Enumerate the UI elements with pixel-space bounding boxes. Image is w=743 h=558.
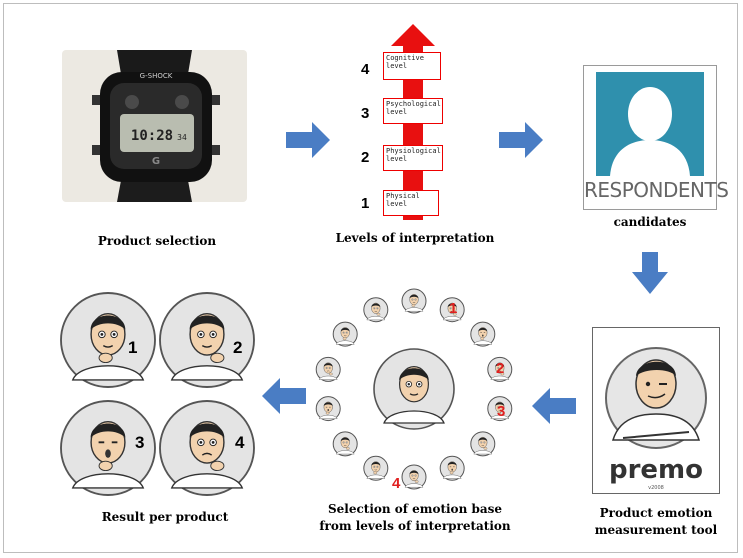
watch-time: 10:28 [131, 128, 173, 144]
result-face-2 [159, 292, 255, 388]
emotion-marker-2: 2 [496, 360, 505, 377]
caption-levels: Levels of interpretation [335, 231, 495, 245]
caption-result-per-product: Result per product [101, 510, 229, 524]
result-face-4 [159, 400, 255, 496]
caption-tool-line2: measurement tool [594, 523, 718, 537]
premo-version: v2008 [648, 485, 664, 491]
watch-brand: G-SHOCK [140, 72, 173, 80]
result-number-4: 4 [235, 433, 245, 452]
level-number-1: 1 [361, 195, 370, 212]
caption-selection-line1: Selection of emotion base [327, 502, 503, 516]
caption-candidates: candidates [613, 215, 687, 229]
level-number-2: 2 [361, 149, 370, 166]
frame-border [3, 3, 738, 553]
right-arrow-icon [499, 122, 543, 158]
left-arrow-icon [532, 388, 576, 424]
result-number-2: 2 [233, 338, 243, 357]
result-face-3 [60, 400, 156, 496]
result-number-1: 1 [128, 338, 138, 357]
watch-seconds: 34 [177, 133, 187, 142]
emotion-base-circle [307, 282, 521, 496]
left-arrow-icon [262, 378, 306, 414]
caption-selection-line2: from levels of interpretation [319, 519, 511, 533]
caption-product-selection: Product selection [97, 234, 217, 248]
respondents-card: RESPONDENTS [583, 65, 729, 210]
right-arrow-icon [286, 122, 330, 158]
result-number-3: 3 [135, 433, 145, 452]
down-arrow-icon [632, 252, 668, 294]
svg-text:G: G [152, 156, 160, 167]
emotion-marker-1: 1 [449, 300, 458, 317]
caption-tool-line1: Product emotion [599, 506, 713, 520]
respondents-label: RESPONDENTS [584, 178, 729, 202]
level-number-3: 3 [361, 105, 370, 122]
level-number-4: 4 [361, 61, 370, 78]
premo-tool-card: premo v2008 [592, 327, 720, 494]
premo-logo: premo [609, 455, 703, 485]
person-silhouette-icon [596, 72, 704, 176]
emotion-marker-3: 3 [497, 403, 506, 420]
emotion-marker-4: 4 [392, 475, 401, 492]
result-face-1 [60, 292, 156, 388]
product-watch-photo: G-SHOCK 10:28 34 G [62, 50, 247, 202]
